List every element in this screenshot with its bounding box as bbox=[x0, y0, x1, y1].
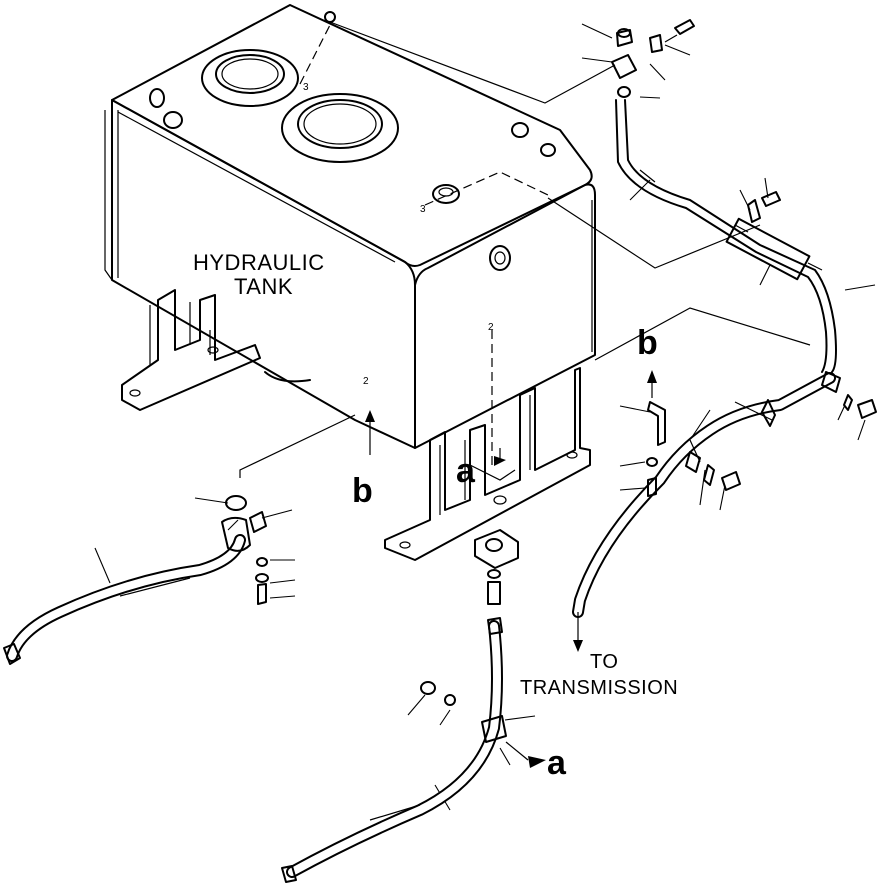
tank-title-line2: TANK bbox=[234, 274, 294, 299]
ref-b-upper-label: b bbox=[637, 324, 658, 362]
transmission-hose bbox=[572, 371, 877, 652]
to-transmission-line2: TRANSMISSION bbox=[520, 677, 679, 699]
tank-mount-left bbox=[121, 289, 311, 411]
reference-leader-lines bbox=[94, 21, 876, 811]
tank-top-port-rear bbox=[201, 49, 299, 107]
to-transmission-line1: TO bbox=[590, 651, 619, 673]
ref-a-lower-label: a bbox=[547, 744, 566, 782]
svg-text:3: 3 bbox=[303, 82, 309, 93]
tank-mount-right bbox=[384, 367, 591, 561]
center-suction-hose bbox=[281, 529, 546, 883]
tank-corner-fittings bbox=[149, 11, 556, 157]
reference-arrows bbox=[365, 370, 657, 466]
tank-top-port-front bbox=[281, 93, 399, 163]
upper-right-pipe bbox=[611, 19, 837, 373]
ref-a-upper-label: a bbox=[456, 452, 475, 490]
tank-side-plug bbox=[489, 245, 511, 271]
hydraulic-tank: 3 3 2 2 bbox=[104, 4, 596, 465]
tank-top-breather bbox=[432, 184, 460, 204]
svg-text:2: 2 bbox=[363, 376, 369, 387]
tank-title-line1: HYDRAULIC bbox=[193, 250, 325, 275]
ref-b-lower-label: b bbox=[352, 472, 373, 510]
left-return-hose bbox=[3, 495, 269, 665]
svg-text:2: 2 bbox=[488, 322, 494, 333]
svg-text:3: 3 bbox=[420, 204, 426, 215]
